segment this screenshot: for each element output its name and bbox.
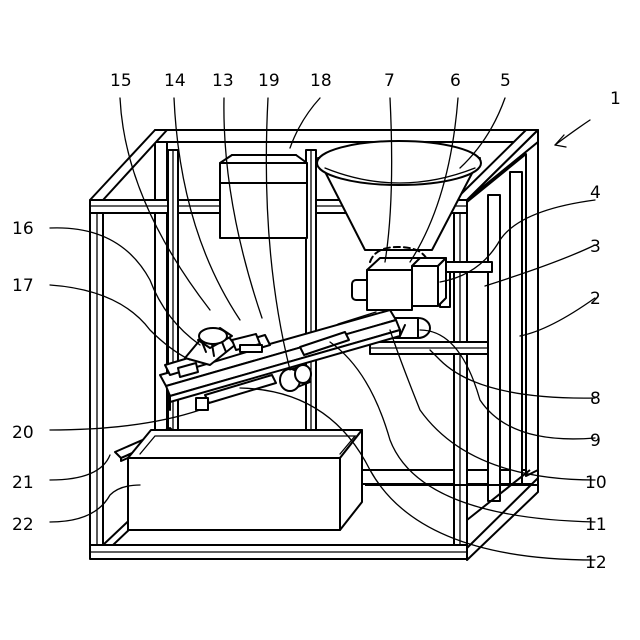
label-13: 13 (212, 71, 234, 91)
vibrator-unit (220, 155, 307, 238)
label-6: 6 (450, 71, 461, 91)
label-3: 3 (590, 237, 601, 257)
label-17: 17 (12, 276, 34, 296)
label-14: 14 (164, 71, 186, 91)
label-21: 21 (12, 473, 34, 493)
label-12: 12 (585, 553, 607, 573)
label-9: 9 (590, 431, 601, 451)
label-20: 20 (12, 423, 34, 443)
label-15: 15 (110, 71, 132, 91)
label-22: 22 (12, 515, 34, 535)
label-10: 10 (585, 473, 607, 493)
label-2: 2 (590, 289, 601, 309)
collection-box (128, 430, 362, 530)
label-18: 18 (310, 71, 332, 91)
label-19: 19 (258, 71, 280, 91)
label-7: 7 (384, 71, 395, 91)
label-5: 5 (500, 71, 511, 91)
label-4: 4 (590, 183, 601, 203)
feed-block (352, 258, 446, 310)
label-11: 11 (585, 515, 607, 535)
label-8: 8 (590, 389, 601, 409)
label-1: 1 (610, 89, 621, 109)
label-16: 16 (12, 219, 34, 239)
